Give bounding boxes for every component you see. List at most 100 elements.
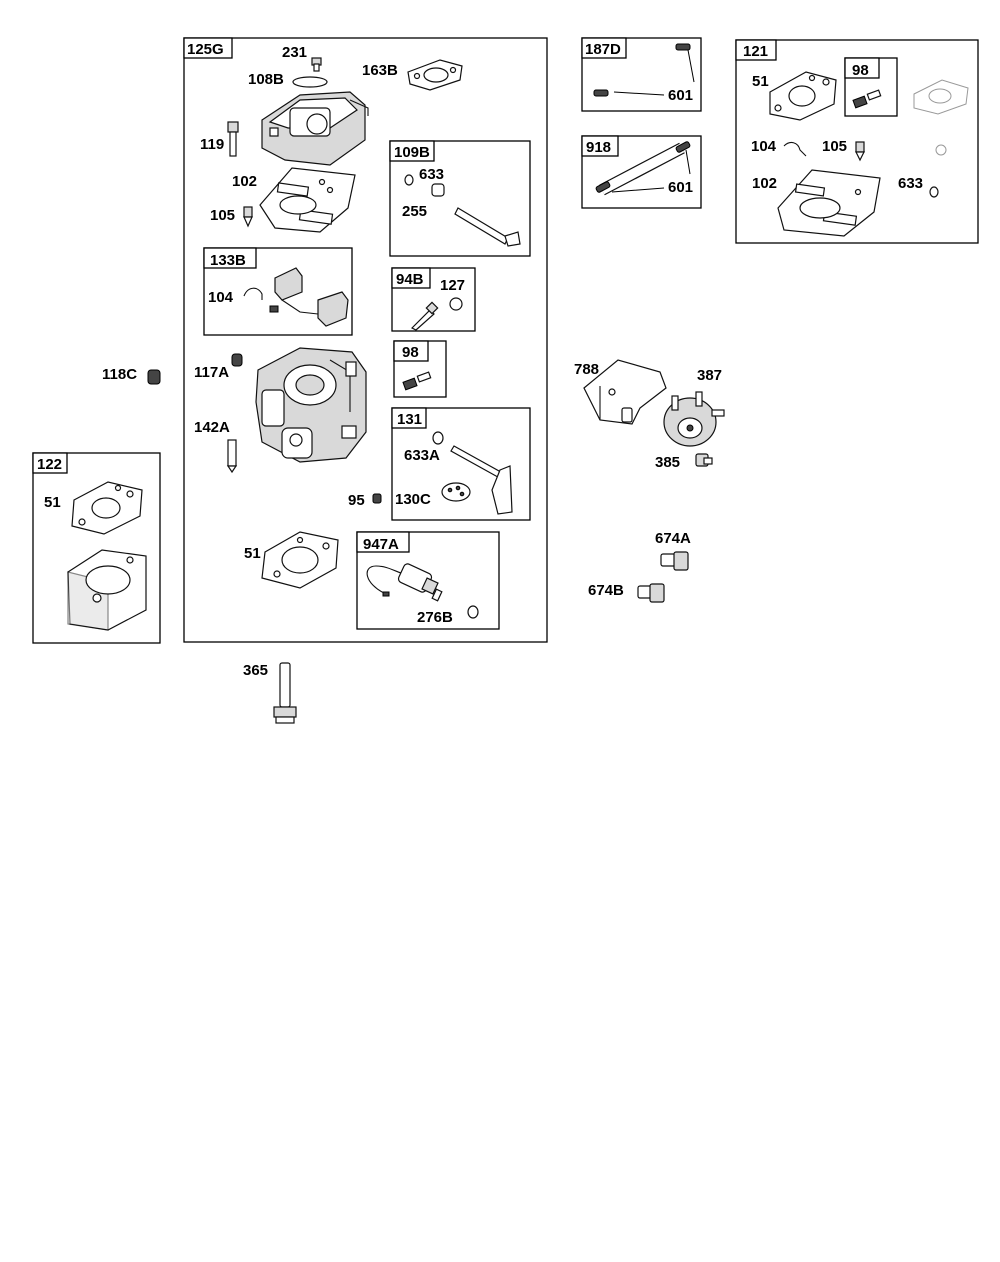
- part-51-gasket-121: [769, 71, 837, 121]
- part-98-spring-screw: [402, 371, 432, 391]
- group-918: 918: [581, 135, 702, 209]
- part-130C-plate: [441, 482, 471, 502]
- part-95-screw: [372, 493, 382, 504]
- part-142A-jet: [226, 439, 238, 474]
- part-121-washer-light: [935, 144, 947, 156]
- group-125G: 125G: [183, 37, 548, 643]
- part-carburetor-body: [255, 347, 367, 463]
- part-788-bracket: [583, 359, 667, 425]
- label-601-918: 601: [668, 179, 693, 196]
- group-131: 131: [391, 407, 531, 521]
- label-119: 119: [200, 136, 224, 153]
- part-674B-bolt: [637, 583, 665, 603]
- part-carburetor-top: [261, 91, 369, 166]
- part-918-hose: [595, 141, 691, 196]
- part-104-pin-121: [783, 141, 807, 157]
- label-105-121: 105: [822, 138, 847, 155]
- group-98-main: 98: [393, 340, 447, 398]
- part-105-needle: [243, 206, 253, 228]
- part-255-bushing: [431, 183, 445, 197]
- label-601-187D: 601: [668, 87, 693, 104]
- part-674A-bolt: [660, 551, 689, 571]
- group-918-label: 918: [586, 139, 611, 156]
- label-387: 387: [697, 367, 722, 384]
- group-187D: 187D: [581, 37, 702, 112]
- group-109B-label: 109B: [394, 144, 430, 161]
- group-121-label: 121: [743, 43, 768, 60]
- label-104-121: 104: [751, 138, 777, 155]
- part-throttle-shaft: [454, 207, 521, 247]
- part-276B-washer: [467, 605, 479, 619]
- label-674B: 674B: [588, 582, 624, 599]
- label-130C: 130C: [395, 491, 431, 508]
- group-947A: 947A: [356, 531, 500, 630]
- part-spacer-block: [67, 549, 147, 631]
- label-231: 231: [282, 44, 307, 61]
- group-98-main-label: 98: [402, 344, 419, 361]
- group-122: 122: [32, 452, 161, 644]
- leader-601-187D: [613, 49, 695, 96]
- label-108B: 108B: [248, 71, 284, 88]
- label-385: 385: [655, 454, 680, 471]
- label-633-109B: 633: [419, 166, 444, 183]
- label-118C: 118C: [102, 366, 137, 383]
- label-788: 788: [574, 361, 599, 378]
- label-51-spacer: 51: [44, 494, 61, 511]
- label-105-main: 105: [210, 207, 235, 224]
- part-104-pin: [243, 287, 263, 300]
- label-633A: 633A: [404, 447, 440, 464]
- part-51-gasket-spacer: [71, 481, 143, 535]
- label-117A: 117A: [194, 364, 229, 381]
- part-102-gasket-121: [777, 169, 881, 237]
- group-109B: 109B: [389, 140, 531, 257]
- label-127: 127: [440, 277, 465, 294]
- label-674A: 674A: [655, 530, 691, 547]
- label-95: 95: [348, 492, 365, 509]
- label-276B: 276B: [417, 609, 453, 626]
- part-float: [269, 267, 349, 327]
- part-117A-plug: [231, 353, 243, 367]
- part-127-oring: [449, 297, 463, 311]
- part-119-bolt: [227, 121, 239, 157]
- label-255: 255: [402, 203, 427, 220]
- label-633-121: 633: [898, 175, 923, 192]
- label-163B: 163B: [362, 62, 398, 79]
- part-163B-gasket: [407, 59, 463, 91]
- part-231-screw: [311, 57, 322, 72]
- group-98-121-label: 98: [852, 62, 869, 79]
- part-633-washer-121: [929, 186, 939, 198]
- part-105-needle-121: [855, 141, 865, 162]
- group-947A-label: 947A: [363, 536, 399, 553]
- group-94B-label: 94B: [396, 271, 424, 288]
- leader-601-918: [611, 149, 691, 193]
- label-102-121: 102: [752, 175, 777, 192]
- part-187D-hose: [592, 43, 691, 97]
- part-633-washer: [404, 174, 414, 186]
- group-94B: 94B: [391, 267, 476, 332]
- part-51-gasket-main: [261, 531, 339, 589]
- group-125G-label: 125G: [187, 41, 224, 58]
- part-94B-needle: [410, 301, 439, 331]
- part-118C-plug: [147, 369, 161, 385]
- part-365-bolt: [273, 662, 297, 724]
- group-133B-label: 133B: [210, 252, 246, 269]
- label-51-121: 51: [752, 73, 769, 90]
- group-122-label: 122: [37, 456, 62, 473]
- label-104-float: 104: [208, 289, 234, 306]
- group-133B: 133B: [203, 247, 353, 336]
- group-121: 121: [735, 39, 979, 244]
- part-102-gasket: [259, 167, 356, 233]
- label-102-main: 102: [232, 173, 257, 190]
- part-108B-gasket: [292, 76, 328, 88]
- group-131-label: 131: [397, 411, 422, 428]
- group-187D-label: 187D: [585, 41, 621, 58]
- part-387-fuel-pump: [663, 391, 725, 447]
- part-947A-solenoid: [366, 563, 443, 602]
- part-choke-shaft: [450, 445, 513, 515]
- group-98-121: 98: [844, 57, 898, 117]
- part-385-screw: [695, 453, 713, 467]
- label-142A: 142A: [194, 419, 230, 436]
- part-98-spring-screw-121: [852, 89, 882, 109]
- part-121-gasket-light: [913, 79, 969, 115]
